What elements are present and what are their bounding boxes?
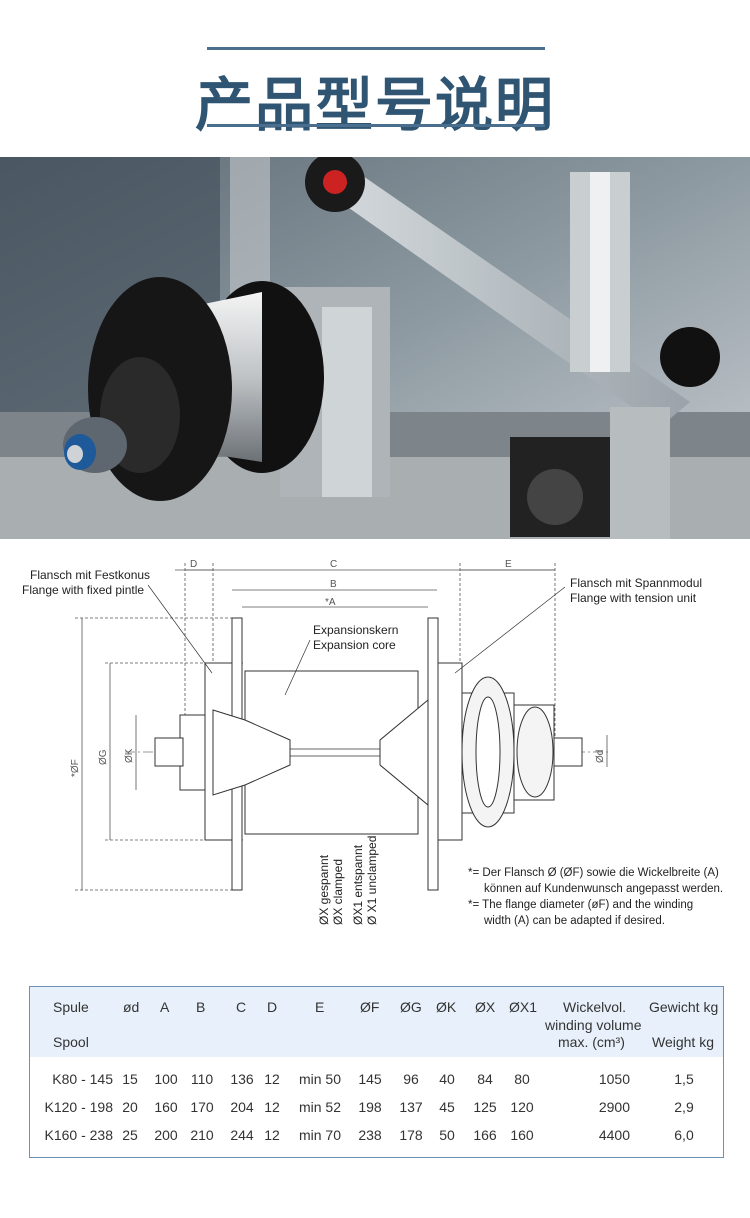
cell-c: 204	[230, 1099, 254, 1115]
title-section: 产品型号说明	[0, 0, 750, 155]
page-title: 产品型号说明	[194, 71, 555, 139]
header-of: ØF	[360, 999, 380, 1015]
spec-table-header	[30, 987, 723, 1057]
cell-weight: 1,5	[674, 1071, 694, 1087]
right-flange	[427, 617, 439, 891]
label-x1-de: ØX1 entspannt	[351, 844, 365, 925]
title-top-rule	[207, 47, 545, 50]
header-d: D	[267, 999, 278, 1015]
cell-weight: 2,9	[674, 1099, 694, 1115]
cell-od: 20	[122, 1099, 138, 1115]
label-core-de: Expansionskern	[313, 623, 398, 637]
cell-volume: 1050	[598, 1071, 630, 1087]
cell-model: K120 - 198	[44, 1099, 114, 1115]
cell-c: 244	[230, 1127, 254, 1143]
cell-og: 137	[399, 1099, 423, 1115]
cell-ox1: 120	[510, 1099, 534, 1115]
cell-of: 145	[358, 1071, 382, 1087]
header-ox: ØX	[475, 999, 496, 1015]
cell-volume: 4400	[598, 1127, 630, 1143]
dim-c: C	[330, 559, 337, 570]
cell-ox1: 80	[514, 1071, 530, 1087]
cell-e: min 52	[298, 1099, 342, 1115]
cell-of: 238	[358, 1127, 382, 1143]
cell-ox: 166	[473, 1127, 497, 1143]
header-vol-2: winding volume	[545, 1017, 642, 1033]
cell-of: 198	[358, 1099, 382, 1115]
header-weight-de: Gewicht kg	[649, 999, 719, 1015]
note-line-4: width (A) can be adapted if desired.	[484, 915, 665, 927]
cell-a: 160	[154, 1099, 178, 1115]
label-flange-tension-de: Flansch mit Spannmodul	[570, 576, 702, 590]
label-x-en: ØX clamped	[331, 859, 345, 925]
product-photo	[0, 157, 750, 539]
cell-d: 12	[264, 1127, 280, 1143]
dim-g: ØG	[98, 749, 109, 765]
cell-a: 200	[154, 1127, 178, 1143]
dim-d-small: Ød	[595, 750, 606, 763]
cell-e: min 50	[298, 1071, 342, 1087]
label-flange-tension-en: Flange with tension unit	[570, 591, 697, 605]
cell-b: 110	[190, 1071, 214, 1087]
dim-a: *A	[325, 597, 336, 608]
note-line-1: *= Der Flansch Ø (ØF) sowie die Wickelbr…	[468, 867, 719, 879]
header-vol-1: Wickelvol.	[563, 999, 627, 1015]
dim-f: *ØF	[70, 759, 81, 777]
label-x1-en: Ø X1 unclamped	[365, 836, 379, 925]
header-c: C	[236, 999, 247, 1015]
header-ok: ØK	[436, 999, 457, 1015]
header-ox1: ØX1	[509, 999, 538, 1015]
label-flange-fixed-en: Flange with fixed pintle	[22, 583, 144, 597]
cell-e: min 70	[298, 1127, 342, 1143]
cell-og: 96	[403, 1071, 419, 1087]
cell-a: 100	[154, 1071, 178, 1087]
header-e: E	[315, 999, 325, 1015]
cell-og: 178	[399, 1127, 423, 1143]
cell-ox: 125	[473, 1099, 497, 1115]
cell-ox: 84	[477, 1071, 493, 1087]
header-og: ØG	[400, 999, 422, 1015]
label-flange-fixed-de: Flansch mit Festkonus	[30, 568, 150, 582]
cell-ok: 40	[439, 1071, 455, 1087]
cell-b: 210	[190, 1127, 214, 1143]
cell-weight: 6,0	[674, 1127, 694, 1143]
cell-model: K160 - 238	[44, 1127, 114, 1143]
technical-drawing: D C B *A E *ØF ØG ØK Ød Flansch mit Fest…	[22, 559, 702, 925]
cell-model: K80 - 145	[52, 1071, 113, 1087]
cell-b: 170	[190, 1099, 214, 1115]
dim-b: B	[330, 579, 337, 590]
title-bottom-rule	[207, 124, 545, 127]
cell-od: 15	[122, 1071, 138, 1087]
header-vol-3: max. (cm³)	[558, 1034, 625, 1050]
label-core-en: Expansion core	[313, 638, 396, 652]
label-x-de: ØX gespannt	[317, 854, 331, 925]
cell-d: 12	[264, 1099, 280, 1115]
note-line-2: können auf Kundenwunsch angepasst werden…	[484, 883, 724, 895]
dim-d: D	[190, 559, 197, 570]
cell-ox1: 160	[510, 1127, 534, 1143]
cell-c: 136	[230, 1071, 254, 1087]
cell-ok: 50	[439, 1127, 455, 1143]
dim-k: ØK	[124, 748, 135, 763]
dim-e: E	[505, 559, 512, 570]
header-b: B	[196, 999, 206, 1015]
cell-ok: 45	[439, 1099, 455, 1115]
spec-table: Spule Spool ød A B C D E ØF ØG ØK ØX ØX1…	[29, 986, 724, 1158]
header-spool: Spool	[53, 1034, 89, 1050]
note-line-3: *= The flange diameter (øF) and the wind…	[468, 899, 694, 911]
header-spule: Spule	[53, 999, 89, 1015]
cell-d: 12	[264, 1071, 280, 1087]
header-a: A	[160, 999, 170, 1015]
cell-volume: 2900	[598, 1099, 630, 1115]
header-od: ød	[123, 999, 140, 1015]
cell-od: 25	[122, 1127, 138, 1143]
header-weight-en: Weight kg	[652, 1034, 714, 1050]
